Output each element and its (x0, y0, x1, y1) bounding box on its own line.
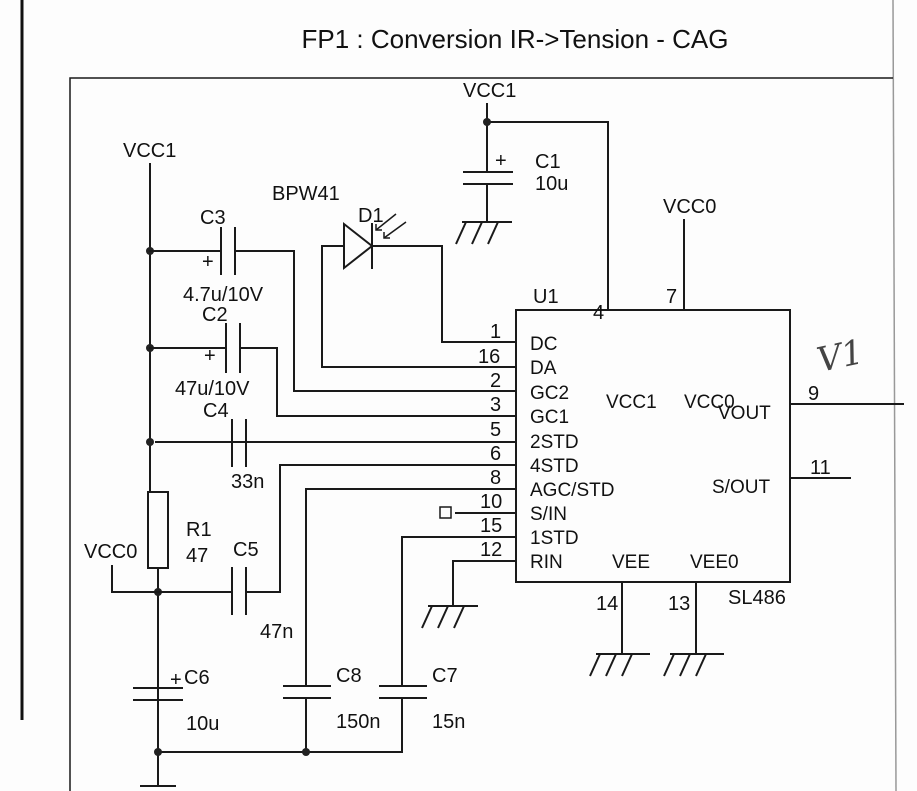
c2-value: 47u/10V (175, 378, 250, 400)
c3-polarity: + (202, 251, 214, 273)
ic-pin-1-num: 1 (490, 321, 501, 343)
c6-polarity: + (170, 669, 182, 691)
ic-pin-16-name: DA (530, 358, 557, 379)
c3-capacitor (220, 227, 236, 275)
ic-pin-14-num: 14 (596, 593, 618, 615)
vcc0-left-wire (111, 565, 233, 593)
ic-pin-16-num: 16 (478, 346, 500, 368)
junction-dot (483, 118, 491, 126)
c2-right-wire (239, 347, 278, 417)
ic-inner-vcc1: VCC1 (606, 392, 657, 413)
c7-capacitor (379, 685, 427, 699)
ic-pin-9-num: 9 (808, 383, 819, 405)
d1-cathode-wire (371, 245, 449, 343)
d1-ref: D1 (358, 205, 384, 227)
rin-ground-icon (421, 605, 478, 629)
vee0-ground-icon (663, 653, 724, 677)
c7-value: 15n (432, 711, 465, 733)
ic-part: SL486 (728, 587, 786, 609)
ic-pin-11-name: S/OUT (712, 477, 770, 498)
ic-pin-12-name: RIN (530, 552, 563, 573)
schematic-title: FP1 : Conversion IR->Tension - CAG (302, 24, 729, 54)
ic-pin-8-name: AGC/STD (530, 480, 614, 501)
ic-left-pins (155, 341, 517, 562)
ic-pin-2-num: 2 (490, 370, 501, 392)
junction-dot (146, 438, 154, 446)
c4-value: 33n (231, 471, 264, 493)
junction-dot (154, 748, 162, 756)
c2-capacitor (225, 323, 241, 373)
c5-right-wire (245, 464, 281, 593)
ic-pin-5-num: 5 (490, 419, 501, 441)
ic-pin-4-num: 4 (593, 302, 604, 324)
c8-capacitor (283, 685, 331, 699)
c4-ref: C4 (203, 400, 229, 422)
ic-pin-6-num: 6 (490, 443, 501, 465)
ic-pin-5-name: 2STD (530, 432, 579, 453)
ic-pin-2-name: GC2 (530, 383, 569, 404)
sin-terminal-icon (439, 506, 452, 519)
ic-pin-10-name: S/IN (530, 504, 567, 525)
c6-value: 10u (186, 713, 219, 735)
c3-right-wire (234, 250, 301, 392)
c5-capacitor (231, 567, 247, 615)
c6-capacitor (133, 687, 183, 701)
ic-inner-vcc0: VCC0 (684, 392, 735, 413)
junction-dot (302, 748, 310, 756)
vcc0-top-label: VCC0 (663, 196, 716, 218)
c5-value: 47n (260, 621, 293, 643)
ic-pin-1-name: DC (530, 334, 557, 355)
c1-ground-icon (455, 221, 512, 245)
ic-pin-15-num: 15 (480, 515, 502, 537)
c5-ref: C5 (233, 539, 259, 561)
page-fold-line (892, 0, 897, 791)
d1-part: BPW41 (272, 183, 340, 205)
c1-value: 10u (535, 173, 568, 195)
ic-pin-11-num: 11 (810, 457, 831, 479)
r1-resistor (147, 491, 169, 569)
c4-capacitor (231, 419, 247, 467)
vcc1-left-label: VCC1 (123, 140, 176, 162)
vcc0-left-label: VCC0 (84, 541, 137, 563)
ic-pin-6-name: 4STD (530, 456, 579, 477)
c1-ref: C1 (535, 151, 561, 173)
c7-ref: C7 (432, 665, 458, 687)
vee-ground-icon (589, 653, 650, 677)
c2-ref: C2 (202, 304, 228, 326)
ic-pin-3-num: 3 (490, 394, 501, 416)
d1-anode-wire (321, 245, 449, 368)
ic-pin-15-name: 1STD (530, 528, 579, 549)
vcc1-top-label: VCC1 (463, 80, 516, 102)
handwritten-note: V1 (814, 332, 867, 381)
r1-ref: R1 (186, 519, 212, 541)
c1-polarity: + (495, 150, 507, 172)
ic-ref: U1 (533, 286, 559, 308)
ic-pin-7-num: 7 (666, 286, 677, 308)
ic-pin-8-num: 8 (490, 467, 501, 489)
c8-ref: C8 (336, 665, 362, 687)
c3-value: 4.7u/10V (183, 284, 264, 306)
ic-pin-10-num: 10 (480, 491, 502, 513)
schematic-frame (69, 77, 893, 791)
ic-pin-12-num: 12 (480, 539, 502, 561)
ic-pin-14-name: VEE (612, 552, 650, 573)
c1-capacitor (463, 171, 513, 223)
c3-ref: C3 (200, 207, 226, 229)
c8-value: 150n (336, 711, 381, 733)
ic-pin-13-num: 13 (668, 593, 690, 615)
ic-pin-9-name: VOUT (718, 403, 771, 424)
ic-u1-body (515, 309, 791, 583)
r1-value: 47 (186, 545, 208, 567)
c2-polarity: + (204, 345, 216, 367)
ic-pin-13-name: VEE0 (690, 552, 739, 573)
ic-pin-3-name: GC1 (530, 407, 569, 428)
c6-ref: C6 (184, 667, 210, 689)
